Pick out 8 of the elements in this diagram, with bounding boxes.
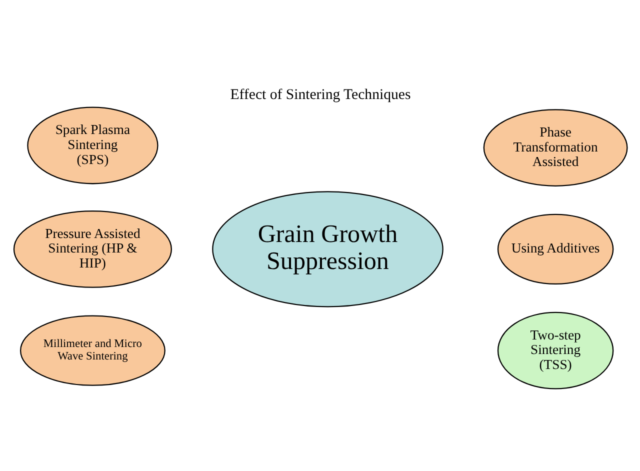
- node-ellipse: Using Additives: [496, 214, 614, 284]
- node-ellipse: Spark Plasma Sintering (SPS): [26, 106, 158, 184]
- node-ellipse: Two-step Sintering (TSS): [496, 312, 614, 390]
- node-ellipse: Pressure Assisted Sintering (HP & HIP): [12, 210, 172, 288]
- diagram-title: Effect of Sintering Techniques: [230, 86, 410, 103]
- node-ellipse: Grain Growth Suppression: [212, 191, 443, 308]
- node-ellipse: Millimeter and Micro Wave Sintering: [19, 315, 165, 386]
- node-ellipse: Phase Transformation Assisted: [482, 109, 628, 186]
